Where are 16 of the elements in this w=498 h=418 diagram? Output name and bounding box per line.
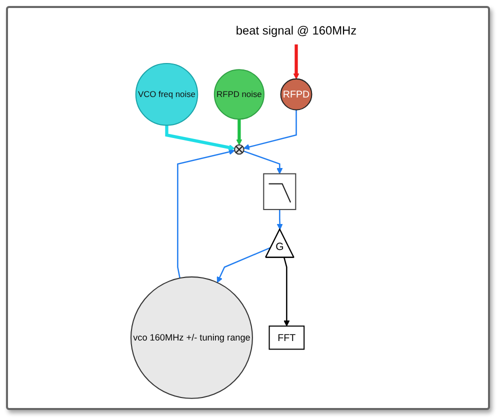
arrow [243, 110, 297, 150]
node-circle: RFPD noise [214, 69, 264, 120]
node-circle: vco 160MHz +/- tuning range [130, 276, 253, 399]
arrow [177, 148, 235, 278]
node-circle: VCO freq noise [135, 63, 198, 126]
node-box [263, 173, 296, 210]
node-circle: RFPD [280, 78, 312, 110]
node-box: FFT [268, 326, 305, 350]
node-text: beat signal @ 160MHz [236, 24, 357, 38]
arrow [216, 246, 272, 283]
arrow [284, 257, 290, 326]
arrow [236, 119, 242, 146]
arrow [276, 210, 283, 230]
arrow [165, 125, 235, 151]
arrow [293, 44, 300, 80]
arrow [243, 150, 283, 174]
